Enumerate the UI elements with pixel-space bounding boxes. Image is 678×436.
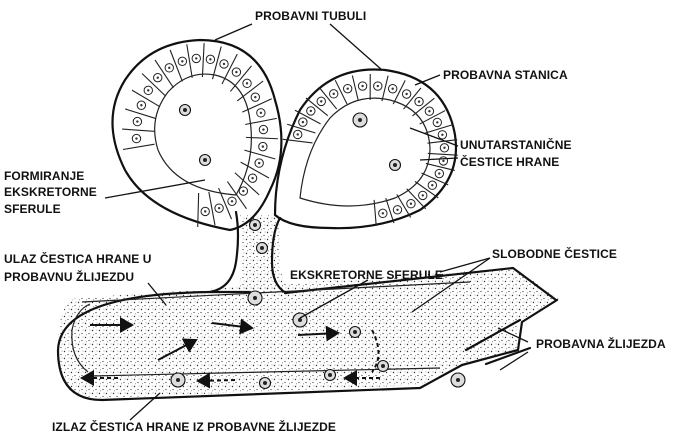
label-ekskretorne-sferule: EKSKRETORNE SFERULE xyxy=(290,268,443,282)
gland-duct-body xyxy=(58,268,560,398)
label-probavna-stanica: PROBAVNA STANICA xyxy=(443,68,568,82)
right-digestive-tubule xyxy=(275,70,456,229)
label-sferule: SFERULE xyxy=(4,202,61,216)
label-ekskretorne: EKSKRETORNE xyxy=(4,185,97,199)
label-probavna-zlijezda: PROBAVNA ŽLIJEZDA xyxy=(536,336,666,351)
label-slobodne-cestice: SLOBODNE ČESTICE xyxy=(492,246,617,261)
label-ulaz-cestica: ULAZ ČESTICA HRANE U xyxy=(4,251,152,266)
label-izlaz-cestica: IZLAZ ČESTICA HRANE IZ PROBAVNE ŽLIJEZDE xyxy=(52,419,336,434)
label-formiranje: FORMIRANJE xyxy=(4,169,84,183)
label-cestice-hrane: ČESTICE HRANE xyxy=(460,154,559,169)
label-unutarstanicne: UNUTARSTANIČNE xyxy=(460,137,572,152)
label-probavnu-zlijezdu: PROBAVNU ŽLIJEZDU xyxy=(4,269,134,284)
label-probavni-tubuli: PROBAVNI TUBULI xyxy=(255,9,366,23)
